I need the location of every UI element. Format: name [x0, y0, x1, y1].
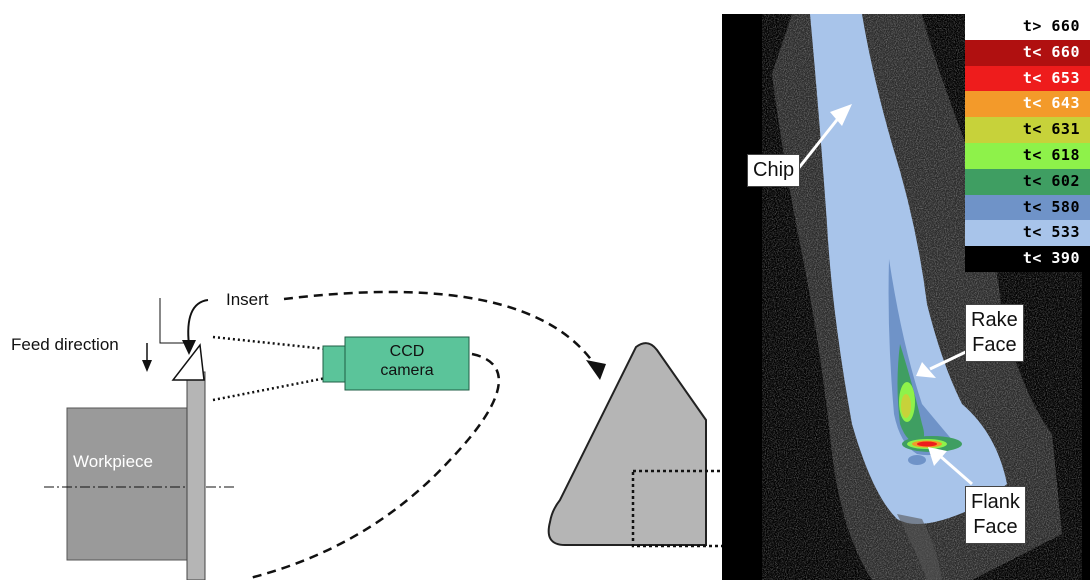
legend-entry: t< 653: [965, 65, 1090, 92]
tool-holder: [186, 371, 206, 580]
legend-entry: t< 580: [965, 194, 1090, 221]
camera-label-line2: camera: [380, 362, 434, 379]
camera-label: CCD camera: [347, 342, 467, 380]
workpiece-block: [66, 407, 192, 561]
camera-to-image-curve: [249, 352, 501, 580]
camera-body: [344, 336, 470, 391]
feed-direction-label: Feed direction: [11, 335, 119, 354]
insert-pointer: [187, 299, 209, 346]
rake-hotspot-631: [901, 394, 911, 418]
insert-label: Insert: [226, 290, 269, 309]
camera-label-line1: CCD: [389, 343, 425, 360]
flank-callout-arrow: [928, 447, 973, 486]
chip-callout-arrow: [792, 104, 852, 175]
camera-lens: [322, 345, 348, 383]
feed-arrow-head: [142, 360, 152, 372]
insert-to-detail-curve: [283, 290, 597, 366]
legend-entry: t< 390: [965, 246, 1090, 272]
legend-entry: t< 533: [965, 220, 1090, 247]
insert-tip: [171, 343, 205, 381]
legend-entry: t> 660: [965, 14, 1090, 40]
flank-hotspot-660: [917, 441, 937, 447]
insert-to-detail-arrowhead: [586, 360, 606, 380]
chip-callout: Chip: [747, 154, 801, 187]
flank-callout-line2: Face: [973, 516, 1018, 538]
camera-view-line-top: [212, 335, 327, 351]
rake-callout-line1: Rake: [971, 309, 1018, 331]
insert-pointer-head: [182, 340, 196, 355]
legend-entry: t< 643: [965, 91, 1090, 118]
flank-face-callout: Flank Face: [965, 486, 1026, 544]
legend-entry: t< 631: [965, 117, 1090, 143]
rake-callout-line2: Face: [972, 334, 1017, 356]
flank-callout-line1: Flank: [971, 491, 1020, 513]
legend-entry: t< 602: [965, 168, 1090, 195]
feed-bracket: [159, 298, 185, 344]
flank-lower-blob: [908, 455, 926, 465]
chip-region: [810, 14, 1007, 524]
workpiece-label: Workpiece: [73, 452, 153, 471]
camera-view-line-bottom: [212, 376, 327, 402]
insert-detail-shape: [547, 342, 707, 546]
rake-face-callout: Rake Face: [965, 304, 1024, 362]
thermal-tail: [897, 514, 942, 580]
legend-entry: t< 660: [965, 39, 1090, 66]
legend-entry: t< 618: [965, 142, 1090, 169]
